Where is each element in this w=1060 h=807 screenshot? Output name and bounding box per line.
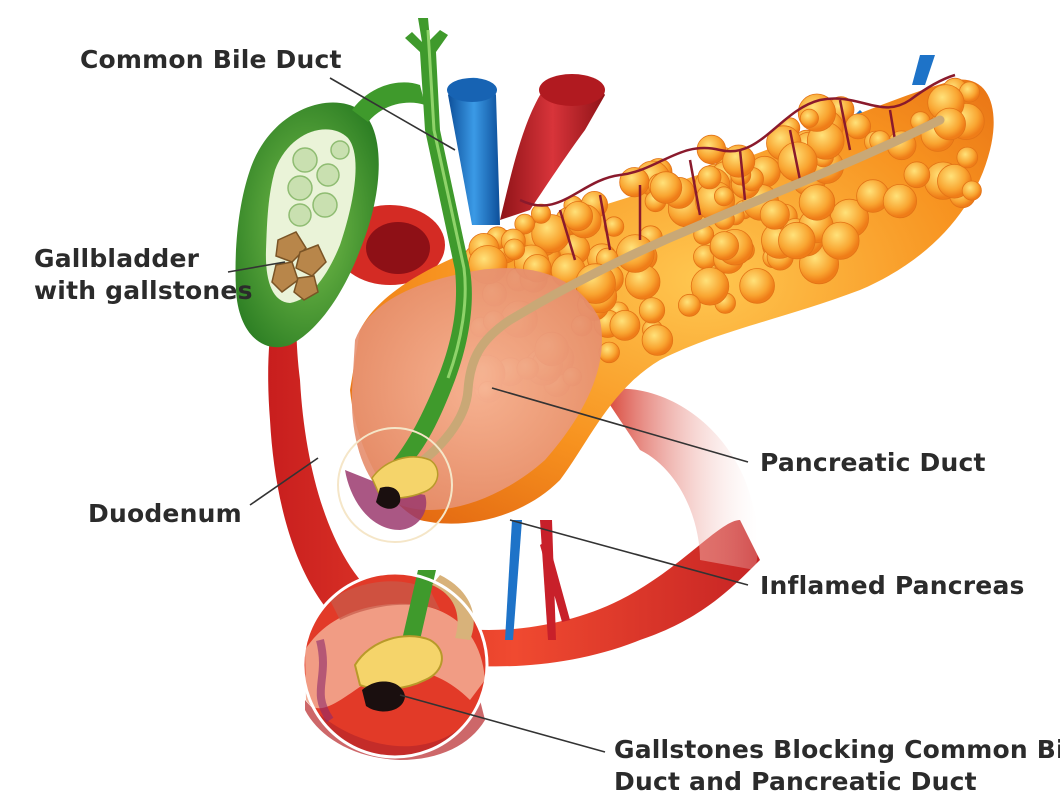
pancreas-lobule bbox=[957, 147, 978, 168]
pancreas-lobule bbox=[610, 310, 640, 340]
label-gallstones-line1: Gallstones Blocking Common Bile bbox=[614, 734, 1060, 766]
pancreas-lobule bbox=[799, 185, 835, 221]
pancreas-lobule bbox=[698, 166, 721, 189]
pancreas-lobule bbox=[779, 222, 816, 259]
pancreas-lobule bbox=[760, 200, 789, 229]
label-gallbladder-line1: Gallbladder bbox=[34, 243, 253, 275]
pancreas-lobule bbox=[504, 239, 525, 260]
pancreas-lobule bbox=[962, 181, 981, 200]
label-gallstones-line2: Duct and Pancreatic Duct bbox=[614, 766, 1060, 798]
magnified-inset bbox=[303, 570, 487, 760]
pancreas-lobule bbox=[563, 202, 592, 231]
pancreas-lobule bbox=[846, 114, 871, 139]
label-pancreatic-duct: Pancreatic Duct bbox=[760, 447, 986, 479]
pancreas-lobule bbox=[639, 298, 664, 323]
pancreas-lobule bbox=[599, 342, 620, 363]
pancreas-lobule bbox=[714, 187, 733, 206]
label-gallbladder-line2: with gallstones bbox=[34, 275, 253, 307]
pancreas-lobule bbox=[883, 184, 916, 217]
pancreas-lobule bbox=[710, 232, 738, 260]
pancreas-lobule bbox=[642, 325, 673, 356]
label-inflamed-pancreas: Inflamed Pancreas bbox=[760, 570, 1025, 602]
pancreas-lobule bbox=[650, 172, 682, 204]
pancreas-lobule bbox=[678, 294, 700, 316]
label-common-bile-duct: Common Bile Duct bbox=[80, 44, 342, 76]
pancreas-lobule bbox=[800, 109, 818, 127]
label-duodenum: Duodenum bbox=[88, 498, 242, 530]
pancreas-lobule bbox=[740, 269, 775, 304]
label-gallbladder: Gallbladder with gallstones bbox=[34, 243, 253, 307]
pancreas-lobule bbox=[904, 162, 930, 188]
label-gallstones-blocking: Gallstones Blocking Common Bile Duct and… bbox=[614, 734, 1060, 798]
pancreas-lobule bbox=[822, 222, 859, 259]
